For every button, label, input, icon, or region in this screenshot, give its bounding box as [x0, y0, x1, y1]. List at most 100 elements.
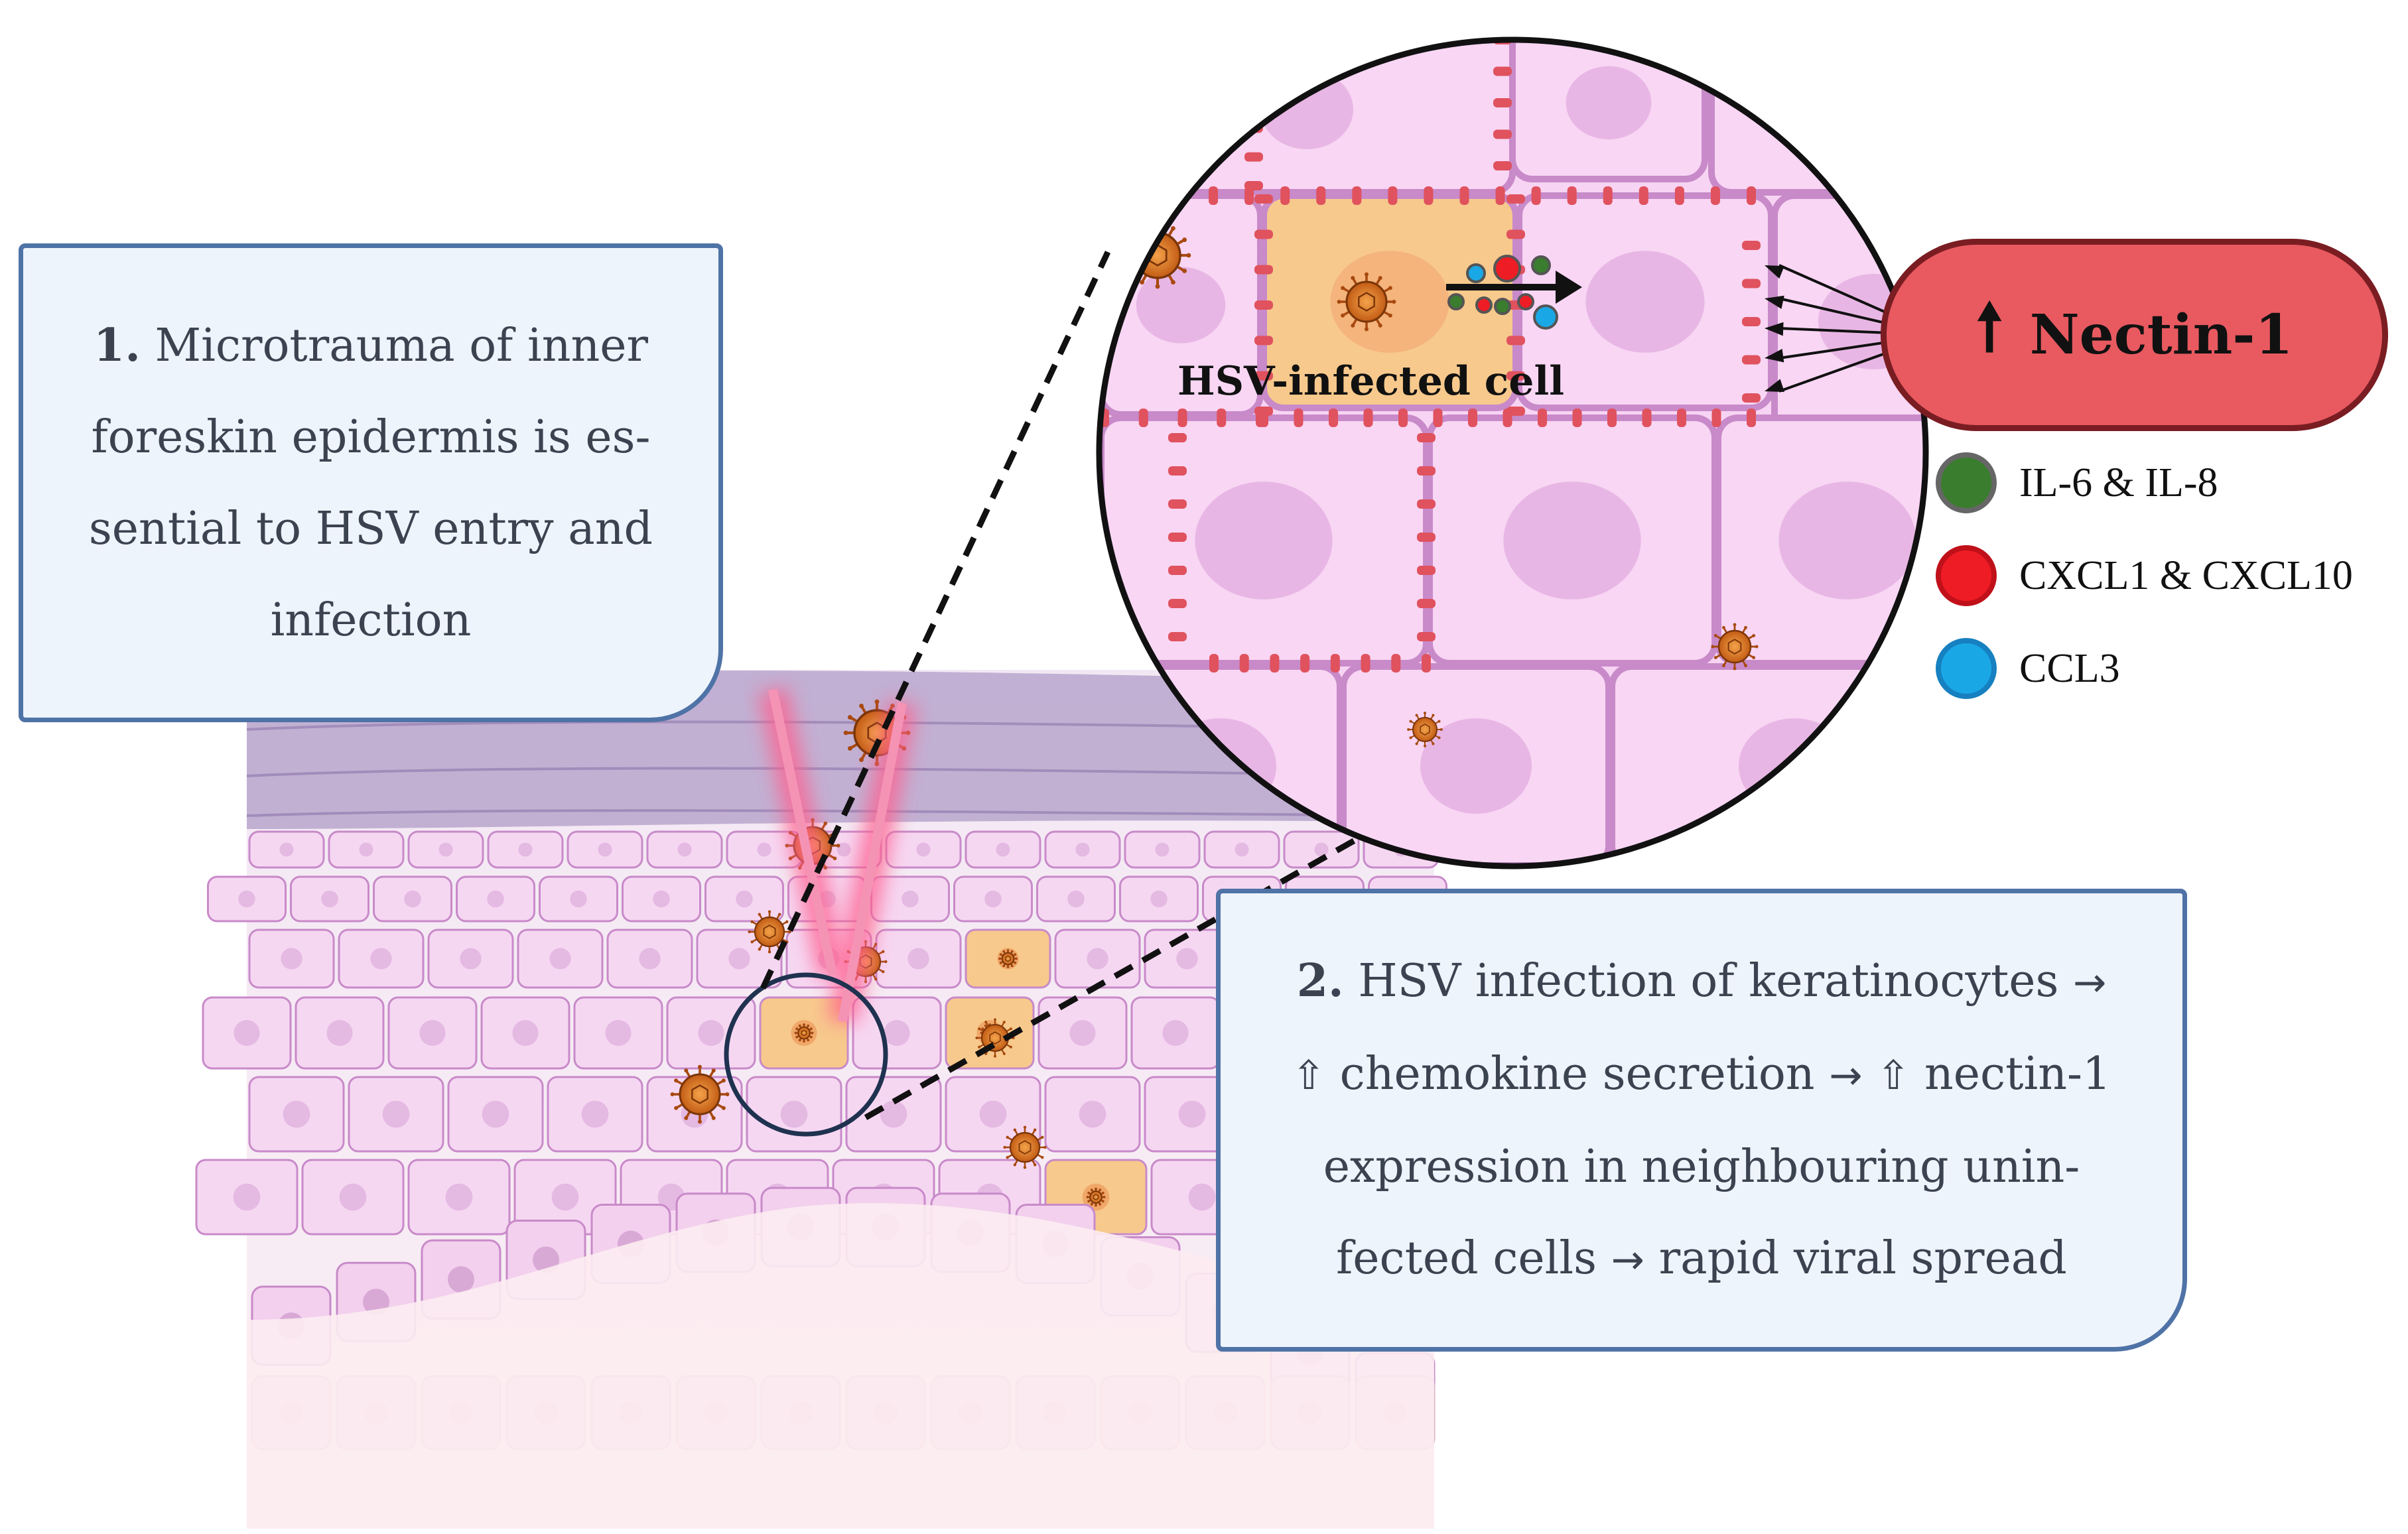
nectin-1-marker: [1493, 161, 1512, 170]
up-arrow-icon: 🠕: [1975, 289, 2003, 364]
nectin-1-marker: [1209, 186, 1219, 205]
nectin-1-marker: [1244, 152, 1263, 162]
cell-nucleus: [736, 890, 753, 908]
hsv-virion: [1003, 1125, 1047, 1169]
nectin-1-marker: [1138, 409, 1148, 427]
cell-nucleus: [698, 1019, 724, 1047]
nectin-1-marker: [1361, 654, 1371, 672]
cell-nucleus: [780, 1100, 808, 1128]
nectin-1-marker: [1417, 566, 1436, 575]
cell-nucleus: [404, 890, 421, 908]
cell-nucleus: [984, 890, 1002, 908]
cell-nucleus: [1087, 948, 1108, 970]
zoomed-cell-view: [1096, 36, 1929, 869]
nectin-1-marker: [1493, 66, 1512, 76]
nectin-1-marker: [1607, 409, 1617, 427]
nectin-1-marker: [1256, 409, 1265, 427]
nectin-1-label: Nectin-1: [2029, 303, 2293, 367]
callout-line: sential to HSV entry and: [88, 502, 653, 555]
callout-line: infection: [270, 594, 472, 647]
legend-swatch: [1936, 638, 1997, 699]
cell-nucleus: [283, 1100, 310, 1128]
cell-nucleus: [1585, 251, 1705, 353]
cell-nucleus: [1798, 70, 1891, 149]
cell-nucleus: [234, 1019, 260, 1047]
cell-nucleus: [1075, 842, 1090, 857]
callout-line: expression in neighbouring unin-: [1323, 1140, 2080, 1193]
callout-infection-text: 2. HSV infection of keratinocytes → ⇧ ch…: [1292, 935, 2111, 1306]
nectin-1-marker: [1417, 466, 1436, 476]
cell-nucleus: [370, 948, 392, 970]
cell-nucleus: [448, 1266, 474, 1293]
cell-nucleus: [1503, 481, 1641, 600]
nectin-1-marker: [1493, 129, 1512, 139]
cell-nucleus: [639, 948, 661, 970]
right-arrow-icon: →: [1611, 1236, 1644, 1283]
nectin-1-marker: [1506, 336, 1525, 346]
cell-nucleus: [359, 842, 373, 857]
nectin-1-marker: [1531, 186, 1541, 205]
nectin-arrowhead: [1765, 295, 1784, 309]
nectin-1-marker: [1168, 499, 1187, 509]
cell-nucleus: [1420, 718, 1532, 814]
cell-nucleus: [1162, 1019, 1189, 1047]
cell-nucleus: [233, 1183, 261, 1211]
nectin-1-marker: [1674, 186, 1684, 205]
right-arrow-icon: →: [1829, 1052, 1863, 1099]
nectin-1-marker: [1742, 241, 1761, 250]
hsv-infected-cell-label: HSV-infected cell: [1177, 358, 1565, 405]
nectin-1-marker: [1398, 409, 1408, 427]
up-arrow-icon: ⇧: [1877, 1052, 1910, 1099]
callout-line: fected cells: [1336, 1232, 1597, 1285]
microtrauma-wound: [758, 686, 917, 1025]
callout-infection: 2. HSV infection of keratinocytes → ⇧ ch…: [1216, 889, 2187, 1352]
cell-nucleus: [1739, 718, 1850, 814]
cell-nucleus: [1566, 66, 1652, 140]
cell-nucleus: [1150, 890, 1168, 908]
nectin-1-marker: [1254, 300, 1273, 310]
hsv-virion: [1407, 712, 1443, 747]
nectin-1-marker: [1639, 186, 1648, 205]
nectin-1-pill: 🠕 Nectin-1: [1881, 239, 2388, 431]
callout-number: 1.: [93, 318, 141, 372]
callout-line: HSV infection of keratinocytes: [1358, 954, 2059, 1007]
nectin-1-marker: [1239, 654, 1249, 672]
nectin-1-marker: [1168, 433, 1187, 442]
nectin-1-marker: [1254, 265, 1273, 275]
cell-nucleus: [1778, 481, 1916, 600]
cell-nucleus: [482, 1100, 509, 1128]
cell-nucleus: [1235, 842, 1249, 857]
cell-nucleus: [996, 842, 1010, 857]
cell-nucleus: [916, 842, 931, 857]
nectin-1-marker: [1168, 566, 1187, 575]
cell-nucleus: [326, 1019, 353, 1047]
nectin-1-marker: [1388, 186, 1398, 205]
cell-nucleus: [1188, 1183, 1216, 1211]
nectin-1-marker: [1391, 654, 1401, 672]
cell-nucleus: [1314, 842, 1329, 857]
legend-item-ccl3: CCL3: [1936, 638, 2120, 699]
nectin-1-marker: [1177, 409, 1187, 427]
callout-line: chemokine secretion: [1339, 1047, 1815, 1100]
cell-nucleus: [382, 1100, 410, 1128]
nectin-1-marker: [1168, 466, 1187, 476]
secretion-arrow: [1446, 271, 1582, 304]
nectin-1-marker: [1424, 186, 1434, 205]
cell-nucleus: [445, 1183, 473, 1211]
legend-label: IL-6 & IL-8: [2019, 460, 2218, 505]
nectin-1-marker: [1244, 186, 1254, 205]
cell-nucleus: [1136, 267, 1226, 344]
nectin-1-marker: [1742, 279, 1761, 288]
nectin-1-marker: [1468, 409, 1477, 427]
nectin-1-marker: [1294, 409, 1304, 427]
right-arrow-icon: →: [2073, 959, 2107, 1006]
cell-nucleus: [880, 1100, 907, 1128]
cell-nucleus: [836, 842, 851, 857]
cell-nucleus: [1176, 948, 1198, 970]
hsv-virion: [1711, 623, 1759, 671]
legend-item-cxcl: CXCL1 & CXCL10: [1936, 545, 2353, 606]
cell-nucleus: [238, 890, 255, 908]
nectin-1-marker: [1567, 186, 1577, 205]
nectin-1-marker: [1711, 409, 1721, 427]
cell-nucleus: [518, 842, 533, 857]
